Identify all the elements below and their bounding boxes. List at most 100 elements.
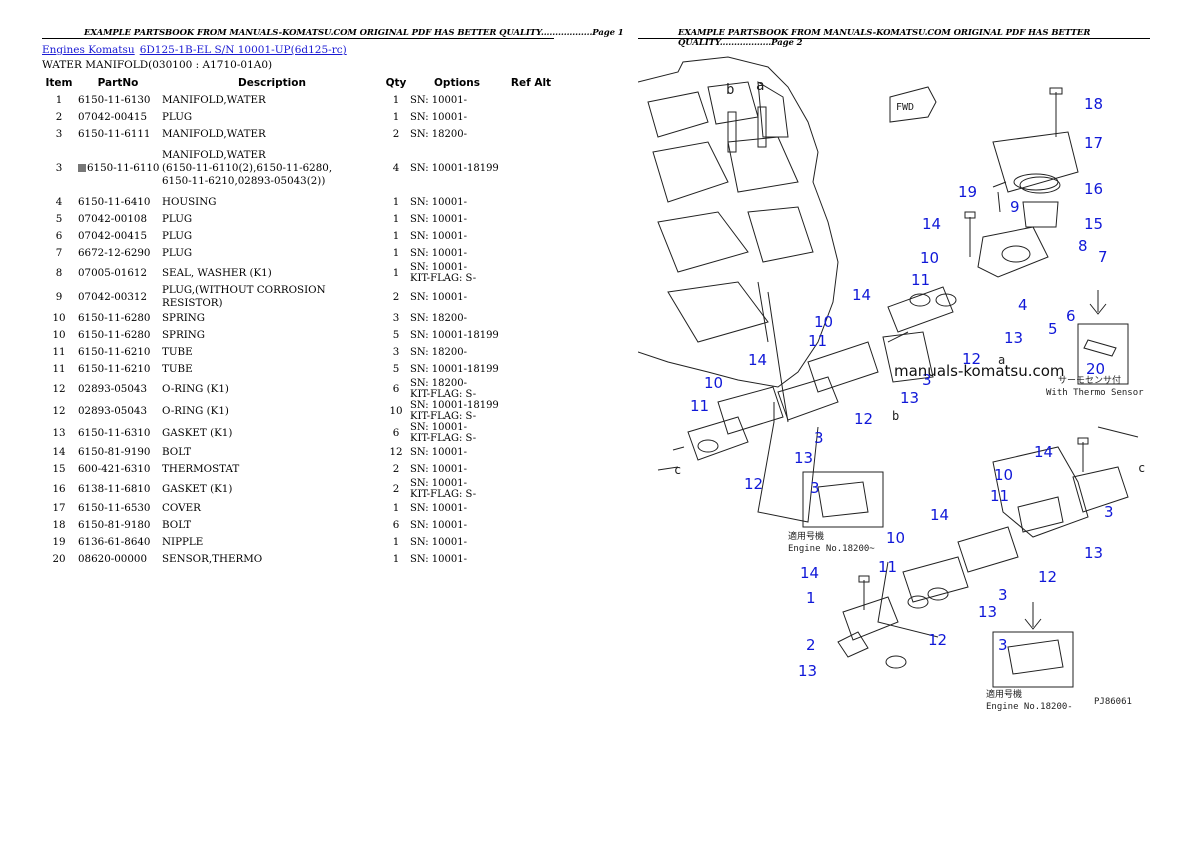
cell-partno: 6150-81-9180 [78,519,151,531]
callout-13a: 13 [1004,329,1023,347]
cell-partno: 6150-81-9190 [78,446,151,458]
callout-13e: 13 [978,603,997,621]
cell-refalt [506,284,556,310]
callout-15: 15 [1084,215,1103,233]
cell-refalt [506,310,556,327]
cell-qty: 1 [392,247,400,259]
applicable-jp-2: 適用号機 [986,688,1022,700]
cell-options: SN: 10001- [410,197,467,208]
callout-3c: 3 [810,479,820,497]
cell-qty: 1 [392,94,400,106]
cell-description: SPRING [162,312,206,324]
callout-7: 7 [1098,248,1108,266]
cell-partno: 6150-11-6410 [78,196,151,208]
section-title: WATER MANIFOLD(030100 : A1710-01A0) [42,59,273,71]
cell-partno: 6150-11-6530 [78,502,151,514]
cell-partno: 600-421-6310 [78,463,151,475]
cell-qty: 3 [392,312,400,324]
cell-item: 9 [55,290,63,303]
cell-partno: 6138-11-6810 [78,482,151,495]
breadcrumb: Engines Komatsu 6D125-1B-EL S/N 10001-UP(… [42,44,562,59]
cell-partno: 6150-11-6111 [78,128,151,140]
callout-10d: 10 [994,466,1013,484]
cell-options: SN: 10001- [410,520,467,531]
cell-description: NIPPLE [162,536,204,548]
cell-options: SN: 10001- [410,537,467,548]
cell-options: SN: 10001- KIT-FLAG: S- [410,262,477,284]
cell-item: 2 [55,111,63,123]
cell-partno: 07042-00108 [78,213,147,225]
cell-refalt [506,422,556,444]
callout-1: 1 [806,589,816,607]
callout-14e: 14 [930,506,949,524]
cell-qty: 6 [392,382,400,395]
cell-description: PLUG,(WITHOUT CORROSION RESISTOR) [162,284,326,309]
col-item-header: Item [45,77,73,89]
cell-refalt [506,143,556,194]
callout-3b: 3 [814,429,824,447]
cell-partno: 6150-11-6210 [78,346,151,358]
callout-11a: 11 [911,271,930,289]
cell-refalt [506,361,556,378]
cell-partno: 6150-11-6130 [78,94,151,106]
callout-9: 9 [1010,198,1020,216]
col-partno-header: PartNo [97,77,139,89]
breadcrumb-model-link[interactable]: 6D125-1B-EL S/N 10001-UP(6d125-rc) [139,44,347,56]
cell-description: MANIFOLD,WATER [162,128,266,140]
cell-partno: 07005-01612 [78,266,147,279]
callout-13b: 13 [900,389,919,407]
breadcrumb-engines-link[interactable]: Engines Komatsu [42,44,135,56]
engine-block-drawing [638,56,839,388]
cell-options: SN: 10001- KIT-FLAG: S- [410,478,477,500]
cell-item: 20 [52,553,66,565]
cell-refalt [506,262,556,284]
callout-3f: 3 [998,636,1008,654]
cell-partno: 6150-11-6310 [78,426,151,439]
cell-refalt [506,344,556,361]
cell-options: SN: 10001- [410,214,467,225]
callout-12d: 12 [1038,568,1057,586]
cell-description: MANIFOLD,WATER [162,94,266,106]
callout-14d: 14 [1034,443,1053,461]
cell-item: 19 [52,536,66,548]
cell-partno: 02893-05043 [78,404,147,417]
cell-options: SN: 10001- [410,231,467,242]
callout-14c: 14 [748,351,767,369]
cell-qty: 2 [392,290,400,303]
label-c-left: c [674,463,681,477]
parts-list-panel: Engines Komatsu 6D125-1B-EL S/N 10001-UP(… [42,44,562,568]
callout-11d: 11 [990,487,1009,505]
cell-qty: 10 [389,404,403,417]
cell-item: 11 [52,363,66,375]
cell-description: SEAL, WASHER (K1) [162,266,272,279]
col-options-header: Options [434,77,480,89]
cell-item: 18 [52,519,66,531]
cell-description: GASKET (K1) [162,482,233,495]
cell-qty: 2 [392,463,400,475]
callout-11c: 11 [690,397,709,415]
callout-12c: 12 [744,475,763,493]
callout-3a: 3 [922,371,932,389]
partno-text: 6150-11-6110 [87,162,160,174]
cell-options: SN: 10001- [410,112,467,123]
engine-no-label-1: Engine No.18200~ [788,544,875,554]
callout-10c: 10 [704,374,723,392]
cell-description: PLUG [162,213,193,225]
fwd-label: FWD [896,102,914,113]
cell-description: MANIFOLD,WATER (6150-11-6110(2),6150-11-… [162,149,333,187]
cell-partno: 6150-11-6210 [78,363,151,375]
applicable-jp-1: 適用号機 [788,530,824,542]
lower-manifold-drawing [757,281,1139,688]
cell-refalt [506,228,556,245]
header-rule-right [638,38,1150,39]
cell-refalt [506,551,556,568]
cell-description: GASKET (K1) [162,426,233,439]
callout-14f: 14 [800,564,819,582]
with-thermo-sensor-label: With Thermo Sensor [1046,388,1144,398]
